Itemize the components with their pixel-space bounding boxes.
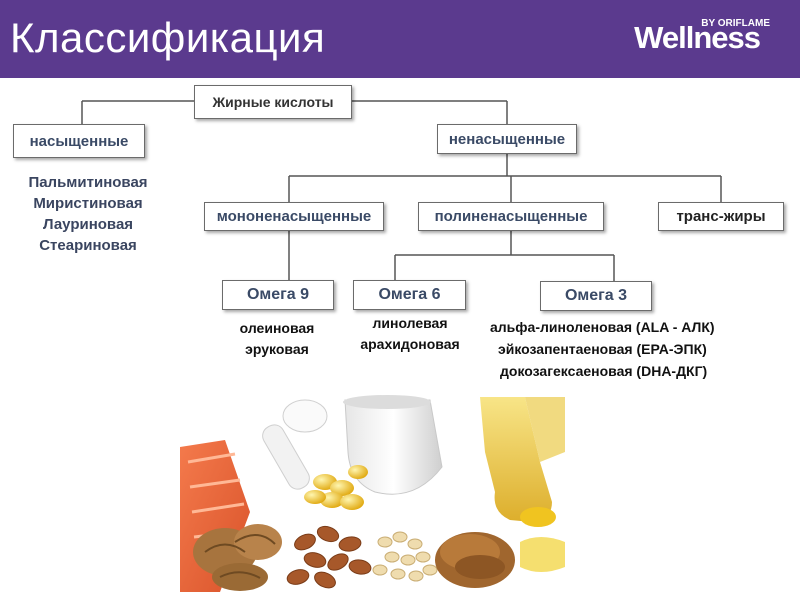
list-item: эйкозапентаеновая (EPA-ЭПК) bbox=[498, 341, 707, 357]
list-item: Стеариновая bbox=[39, 237, 137, 254]
pine-nuts-icon bbox=[372, 531, 438, 582]
list-item: докозагексаеновая (DHA-ДКГ) bbox=[500, 363, 708, 379]
node-omega-3: Омега 3 bbox=[540, 281, 652, 311]
walnuts-icon bbox=[193, 524, 282, 591]
list-item: альфа-линоленовая (ALA - АЛК) bbox=[490, 319, 715, 335]
omega-9-list: олеиновая эруковая bbox=[222, 318, 332, 360]
oil-bottle-icon bbox=[480, 397, 565, 572]
node-fatty-acids: Жирные кислоты bbox=[194, 85, 352, 119]
mortar-icon bbox=[343, 395, 443, 495]
list-item: Миристиновая bbox=[33, 195, 143, 212]
flax-seeds-icon bbox=[435, 532, 515, 588]
node-monounsaturated: мононенасыщенные bbox=[204, 202, 384, 231]
list-item: линолевая bbox=[372, 315, 448, 331]
node-trans-fats: транс-жиры bbox=[658, 202, 784, 231]
food-sources-photo bbox=[180, 395, 565, 592]
header-bar: Классификация Wellness BY ORIFLAME bbox=[0, 0, 800, 78]
brand-subtitle: BY ORIFLAME bbox=[701, 18, 770, 29]
omega-3-list: альфа-линоленовая (ALA - АЛК) эйкозапент… bbox=[490, 316, 770, 382]
node-omega-9: Омега 9 bbox=[222, 280, 334, 310]
node-polyunsaturated: полиненасыщенные bbox=[418, 202, 604, 231]
slide-title: Классификация bbox=[10, 14, 326, 61]
pestle-icon bbox=[262, 399, 328, 490]
list-item: эруковая bbox=[245, 341, 309, 357]
list-item: Пальмитиновая bbox=[28, 174, 148, 191]
almonds-icon bbox=[286, 525, 372, 589]
node-unsaturated: ненасыщенные bbox=[437, 124, 577, 154]
brand-name: Wellness bbox=[634, 20, 761, 55]
node-saturated: насыщенные bbox=[13, 124, 145, 158]
list-item: арахидоновая bbox=[360, 336, 460, 352]
node-omega-6: Омега 6 bbox=[353, 280, 466, 310]
list-item: Лауриновая bbox=[42, 216, 134, 233]
omega-6-list: линолевая арахидоновая bbox=[340, 313, 480, 355]
list-item: олеиновая bbox=[239, 320, 315, 336]
brand-logo: Wellness BY ORIFLAME bbox=[634, 18, 770, 56]
saturated-acids-list: Пальмитиновая Миристиновая Лауриновая Ст… bbox=[8, 172, 168, 256]
fish-oil-capsules-icon bbox=[304, 465, 368, 510]
